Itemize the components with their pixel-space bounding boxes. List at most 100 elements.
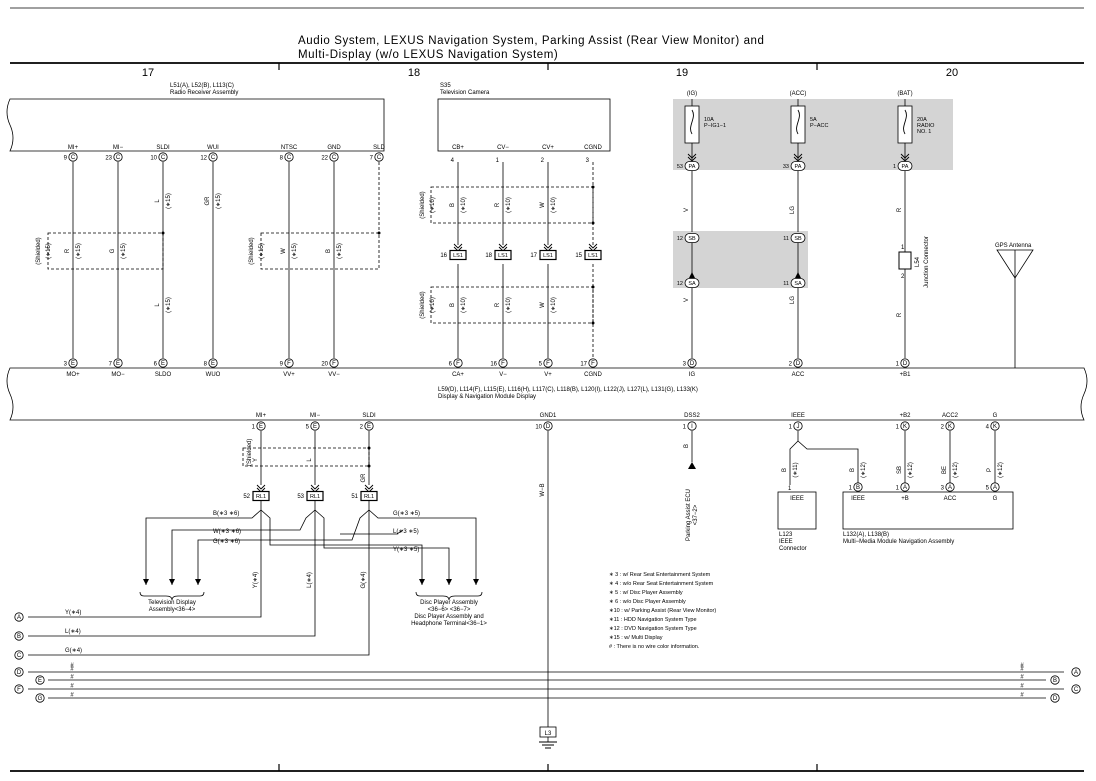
camera-name: Television Camera [440, 90, 490, 96]
title-line-1: Audio System, LEXUS Navigation System, P… [298, 35, 765, 47]
display-top-label: VV+ [283, 372, 295, 378]
junction-pin-2: 2 [901, 274, 905, 280]
display-navigation-module: L59(D), L114(F), L115(E), L116(H), L117(… [6, 358, 1088, 502]
junction-sa-num: 11 [783, 281, 789, 287]
display-bottom-connector-letter: K [993, 424, 997, 430]
rl1-num: 53 [297, 494, 304, 500]
parking-ecu-line1: Parking Assist ECU [686, 489, 692, 541]
radio-pin-connector [113, 152, 123, 162]
fuse-body [897, 105, 913, 144]
ref-circle-left-letter: D [17, 670, 22, 676]
note-11-a: (∗11) [793, 462, 799, 477]
display-top-connector-letter: D [690, 361, 695, 367]
display-top-connector-letter: E [116, 361, 120, 367]
note-15-h: (∗15) [292, 243, 298, 259]
camera-ref: S35 [440, 83, 451, 89]
mmm-ref: L132(A), L138(B) [843, 532, 889, 538]
fuse-num: 53 [677, 164, 683, 170]
legend-item: ∗15 : w/ Multi Display [609, 635, 663, 641]
radio-pin-connector [158, 152, 168, 162]
branch-g36: G(∗3 ∗6) [213, 539, 240, 545]
junction-sa-num: 12 [677, 281, 683, 287]
no-color-hash: # [1020, 675, 1024, 681]
note-15-g: (∗15) [259, 243, 265, 259]
mmm-label: ACC [944, 496, 957, 502]
branch-l4: L(∗4) [65, 629, 81, 635]
junction-sb-connector-label: SB [794, 236, 802, 242]
wire-b-cam-a: B [450, 203, 456, 207]
display-bottom-connector [793, 421, 803, 431]
note-10-g: (∗10) [506, 297, 512, 313]
no-color-hash: # [1020, 663, 1024, 669]
display-bottom-connector-letter: E [313, 424, 317, 430]
mmm-connector-letter: A [903, 485, 907, 491]
ieee-name2: Connector [779, 546, 807, 552]
camera-pin-num: 4 [451, 158, 455, 164]
ref-circle-right-letter: D [1053, 696, 1058, 702]
ref-circle-left-letter: G [38, 696, 43, 702]
ref-circle-right [1071, 684, 1081, 694]
ls1-connector-num: 17 [530, 253, 537, 259]
display-top-label: V+ [544, 372, 552, 378]
wire-b-a: B [326, 249, 332, 253]
note-12-a: (∗12) [861, 462, 867, 478]
camera-pin-label: CGND [584, 145, 602, 151]
display-bottom-connector-letter: E [367, 424, 371, 430]
display-top-num: 9 [280, 362, 284, 368]
camera-pin-num: 2 [541, 158, 545, 164]
display-top-connector [498, 358, 508, 368]
shielded-label-cam-b: (Shielded) [420, 291, 426, 318]
note-15-b: (∗15) [76, 243, 82, 259]
no-color-hash: # [70, 684, 74, 690]
display-bottom-label: G [993, 413, 998, 419]
wire-w-cam-a: W [540, 202, 546, 208]
branch-g4-vertical: G(∗4) [361, 571, 367, 588]
note-15-i: (∗15) [337, 243, 343, 259]
connector-chevron-icon [900, 153, 910, 162]
radio-pin-connector-letter: C [116, 155, 121, 161]
ground-ref: L3 [545, 731, 552, 737]
tv-display-line2: Assembly<36−4> [149, 607, 196, 613]
note-10-d: (∗10) [551, 197, 557, 213]
branch-b36: B(∗3 ∗6) [213, 511, 239, 517]
no-color-hash: # [1020, 693, 1024, 699]
note-15-a: (∗15) [46, 243, 52, 259]
radio-pin-num: 7 [370, 156, 374, 162]
branch-y4: Y(∗4) [65, 610, 81, 616]
display-top-label: VV− [328, 372, 340, 378]
ref-circle-left-letter: B [17, 634, 21, 640]
mmm-connector [990, 482, 1000, 492]
ref-circle-left [14, 650, 24, 660]
mmm-num: 5 [986, 486, 990, 492]
note-10-b: (∗10) [461, 197, 467, 213]
display-bottom-num: 4 [986, 425, 990, 431]
display-bottom-connector-letter: K [948, 424, 952, 430]
radio-pin-label: SLD [373, 145, 385, 151]
legend-item: ∗11 : HDD Navigation System Type [609, 617, 697, 623]
display-bottom-connector-letter: I [691, 424, 693, 430]
branch-g35: G(∗3 ∗5) [393, 511, 420, 517]
note-10-h: (∗10) [551, 297, 557, 313]
ref-circle-left [14, 684, 24, 694]
radio-receiver-assembly: L51(A), L52(B), L113(C) Radio Receiver A… [6, 83, 386, 162]
mmm-label: IEEE [851, 496, 865, 502]
no-color-hash: # [70, 663, 74, 669]
title-line-2: Multi-Display (w/o LEXUS Navigation Syst… [298, 49, 559, 61]
note-10-c: (∗10) [506, 197, 512, 213]
radio-pin-connector [284, 152, 294, 162]
junction-sb-num: 12 [677, 236, 683, 242]
radio-pin-connector-letter: C [161, 155, 166, 161]
wire-lg-b: LG [790, 296, 796, 304]
rl1-connector-label: RL1 [256, 494, 266, 500]
mmm-connector [853, 482, 863, 492]
fuse-amp: 10A [704, 117, 714, 123]
display-bottom-label: DSS2 [684, 413, 700, 419]
wire-sb: SB [897, 466, 903, 474]
wire-gr-a: GR [205, 196, 211, 206]
fuse-connector-label: PA [795, 164, 802, 170]
display-name: Display & Navigation Module Display [438, 394, 536, 400]
display-bottom-connector [687, 421, 697, 431]
display-top-connector [329, 358, 339, 368]
